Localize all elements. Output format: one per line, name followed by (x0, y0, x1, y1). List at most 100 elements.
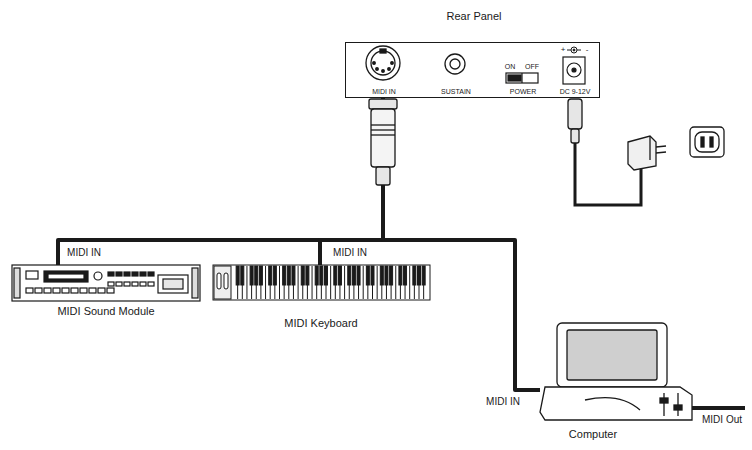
midi-din-socket-part (382, 70, 385, 73)
polarity-symbol (567, 47, 581, 53)
jack-label: MIDI IN (372, 88, 396, 96)
ac-adapter-part (628, 136, 656, 170)
jack-label: OFF (525, 63, 539, 71)
keyboard-keys-part (395, 266, 396, 299)
midi-keyboard-part (214, 266, 231, 299)
sound-module-part (44, 271, 88, 282)
keyboard-keys-part (326, 266, 327, 299)
module-buttons (26, 272, 154, 293)
keyboard-keys-part (256, 266, 257, 299)
keyboard-keys-part (399, 266, 402, 285)
node-title: MIDI Keyboard (284, 317, 357, 329)
sustain-jack-part (445, 54, 465, 74)
wall-outlet-part (710, 137, 713, 147)
node-title: Rear Panel (446, 10, 501, 22)
keyboard-keys-part (236, 266, 239, 285)
keyboard-keys-part (385, 266, 388, 285)
keyboard-keys-part (302, 266, 303, 299)
sound-module-part (12, 265, 200, 301)
keyboard-keys-part (246, 266, 247, 299)
keyboard-keys-part (349, 266, 350, 299)
polarity-symbol-part (567, 50, 571, 51)
keyboard-keys-part (298, 266, 299, 299)
keyboard-keys-part (241, 266, 244, 285)
ac-adapter-part (656, 152, 666, 153)
power-switch-part (508, 75, 521, 81)
module-buttons-part (124, 272, 130, 276)
keyboard-keys-part (273, 266, 276, 285)
keyboard-keys-part (372, 266, 373, 299)
keyboard-keys-part (315, 266, 318, 285)
keyboard-keys-part (377, 266, 378, 299)
connector-label: MIDI IN (484, 396, 522, 407)
keyboard-keys-part (371, 266, 374, 285)
module-buttons-part (26, 288, 33, 293)
power-plug-part (568, 99, 582, 129)
computer-part (660, 398, 668, 403)
keyboard-keys-part (283, 266, 286, 285)
keyboard-keys-part (414, 266, 415, 299)
keyboard-keys-part (357, 266, 360, 285)
sound-module-part (14, 268, 20, 298)
keyboard-keys-part (269, 266, 272, 285)
keyboard-keys-part (334, 266, 337, 285)
dc-jack-part (567, 63, 581, 77)
sound-module-part (94, 272, 102, 280)
keyboard-keys-part (363, 266, 364, 299)
connector-label: MIDI IN (65, 247, 103, 258)
module-buttons-part (140, 272, 146, 276)
keyboard-keys-part (251, 266, 252, 299)
keyboard-keys-part (358, 266, 359, 299)
module-buttons-part (116, 282, 122, 286)
polarity-symbol-part (571, 47, 577, 53)
ac-adapter-part (649, 136, 650, 160)
sound-module-part (192, 268, 198, 298)
power-switch-part (506, 73, 538, 83)
keyboard-keys-part (255, 266, 258, 285)
device-node: Computer (540, 322, 700, 444)
module-buttons-part (44, 288, 51, 293)
keyboard-keys-part (353, 266, 354, 299)
midi-plug-part (376, 167, 390, 185)
keyboard-keys-part (348, 266, 351, 285)
module-buttons-part (62, 288, 69, 293)
keyboard-keys-part (265, 266, 266, 299)
polarity-symbol-part (573, 49, 575, 51)
keyboard-keys-part (413, 266, 416, 285)
module-buttons-part (108, 272, 114, 276)
jack-label: SUSTAIN (441, 88, 471, 96)
wall-outlet-part (695, 132, 719, 152)
keyboard-keys-part (391, 266, 392, 299)
keyboard-keys-part (287, 266, 290, 285)
keyboard-keys-part (237, 266, 238, 299)
jack-label: + (561, 46, 566, 55)
computer (540, 323, 692, 420)
keyboard-keys-part (288, 266, 289, 299)
keyboard-keys (236, 266, 425, 299)
keyboard-keys-part (405, 266, 406, 299)
keyboard-keys-part (301, 266, 304, 285)
keyboard-keys-part (366, 266, 369, 285)
power-switch (506, 73, 538, 83)
keyboard-keys-part (274, 266, 275, 299)
jack-label: POWER (510, 88, 536, 96)
jack-label: - (586, 46, 589, 55)
midi-din-socket-part (366, 46, 400, 80)
power-switch-part (521, 73, 522, 83)
keyboard-keys-part (423, 266, 424, 299)
keyboard-keys-part (312, 266, 313, 299)
dc-jack (563, 57, 585, 84)
keyboard-keys-part (386, 266, 387, 299)
keyboard-keys-part (279, 266, 280, 299)
module-buttons-part (107, 288, 114, 293)
keyboard-keys-part (344, 266, 345, 299)
dc-jack-part (563, 57, 585, 84)
module-buttons-part (53, 288, 60, 293)
node-title: MIDI Sound Module (57, 305, 154, 317)
midi-cable (383, 98, 540, 390)
module-buttons-part (108, 282, 114, 286)
module-buttons-part (89, 288, 96, 293)
sound-module-part (26, 271, 38, 279)
